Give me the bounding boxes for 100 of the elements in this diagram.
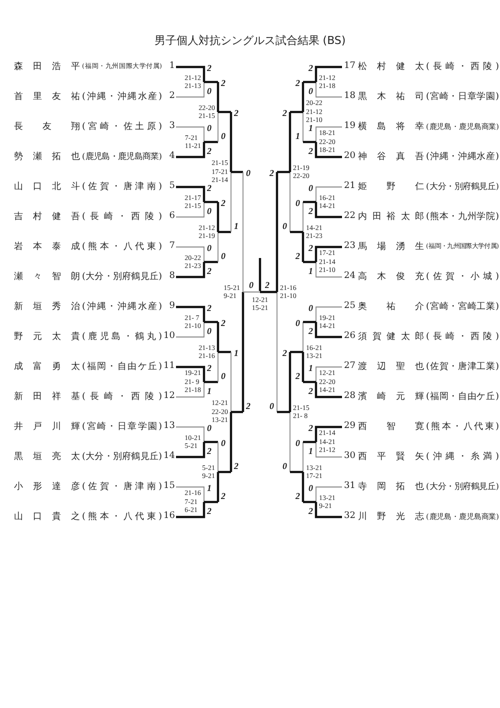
player-name: 山口北斗 xyxy=(14,180,80,193)
seed-number: 12 xyxy=(164,390,175,403)
games-won: 2 xyxy=(207,183,212,193)
player-name: 瀬々智朗 xyxy=(14,270,80,283)
player-name: 渡辺聖也 xyxy=(358,360,424,373)
games-won: 2 xyxy=(282,348,287,358)
player-name: 井戸川輝 xyxy=(14,420,80,433)
games-won: 2 xyxy=(308,206,313,216)
player-name: 須賀健太郎 xyxy=(358,330,424,343)
school-name: (長崎・西陵) xyxy=(82,390,162,403)
seed-number: 2 xyxy=(169,90,175,103)
games-won: 2 xyxy=(308,243,313,253)
player-name: 黒木祐司 xyxy=(358,90,424,103)
seed-number: 7 xyxy=(169,240,175,253)
games-won: 1 xyxy=(234,221,238,231)
school-name: (沖縄・沖縄水産) xyxy=(82,300,162,313)
school-name: (佐賀・唐津南) xyxy=(82,480,162,493)
games-won: 0 xyxy=(282,221,287,231)
player-name: 岩本泰成 xyxy=(14,240,80,253)
school-name: (長崎・西陵) xyxy=(426,330,499,343)
school-name: (福岡・自由ケ丘) xyxy=(82,360,162,373)
player-name: 吉村健吾 xyxy=(14,210,80,223)
games-won: 1 xyxy=(308,266,313,276)
games-won: 2 xyxy=(282,108,287,118)
games-won: 2 xyxy=(246,401,250,411)
games-won: 0 xyxy=(308,86,313,96)
games-won: 2 xyxy=(265,280,270,290)
seed-number: 8 xyxy=(169,270,175,283)
games-won: 0 xyxy=(207,123,212,133)
seed-number: 24 xyxy=(344,270,356,283)
school-name: (熊本・九州学院) xyxy=(426,210,499,223)
school-name: (大分・別府鶴見丘) xyxy=(82,450,162,463)
school-name: (熊本・八代東) xyxy=(82,240,162,253)
seed-number: 28 xyxy=(344,390,356,403)
seed-number: 23 xyxy=(344,240,356,253)
seed-number: 9 xyxy=(169,300,175,313)
games-won: 2 xyxy=(296,371,300,381)
seed-number: 21 xyxy=(344,180,356,193)
games-won: 0 xyxy=(282,461,287,471)
games-won: 2 xyxy=(234,461,238,471)
player-name: 横島将幸 xyxy=(358,120,424,133)
games-won: 2 xyxy=(207,63,212,73)
seed-number: 6 xyxy=(169,210,175,223)
player-name: 姫野仁 xyxy=(358,180,424,193)
games-won: 2 xyxy=(207,446,212,456)
seed-number: 4 xyxy=(169,150,175,163)
games-won: 0 xyxy=(308,303,313,313)
seed-number: 18 xyxy=(344,90,356,103)
games-won: 0 xyxy=(207,423,212,433)
seed-number: 13 xyxy=(164,420,175,433)
player-name: 森田浩平 xyxy=(14,60,80,73)
games-won: 0 xyxy=(246,168,250,178)
games-won: 0 xyxy=(207,86,212,96)
player-name: 成富勇太 xyxy=(14,360,80,373)
games-won: 2 xyxy=(296,491,300,501)
player-name: 勢瀬拓也 xyxy=(14,150,80,163)
games-won: 2 xyxy=(308,146,313,156)
school-name: (沖縄・沖縄水産) xyxy=(426,150,499,163)
games-won: 0 xyxy=(249,280,254,290)
player-name: 黒垣亮太 xyxy=(14,450,80,463)
games-won: 2 xyxy=(308,423,313,433)
player-name: 新田祥基 xyxy=(14,390,80,403)
school-name: (福岡・自由ケ丘) xyxy=(426,390,499,403)
player-name: 小形達彦 xyxy=(14,480,80,493)
games-won: 0 xyxy=(221,371,226,381)
games-won: 0 xyxy=(221,131,226,141)
games-won: 0 xyxy=(296,438,300,448)
school-name: (佐賀・唐津工業) xyxy=(426,360,499,373)
seed-number: 29 xyxy=(344,420,356,433)
school-name: (大分・別府鶴見丘) xyxy=(426,181,499,192)
player-name: 濱崎元輝 xyxy=(358,390,424,403)
player-name: 松村健太 xyxy=(358,60,424,73)
games-won: 1 xyxy=(207,386,212,396)
games-won: 0 xyxy=(308,483,313,493)
school-name: (大分・別府鶴見丘) xyxy=(426,481,499,492)
seed-number: 19 xyxy=(344,120,356,133)
player-name: 長友翔 xyxy=(14,120,80,133)
games-won: 1 xyxy=(308,446,313,456)
games-won: 0 xyxy=(207,243,212,253)
games-won: 1 xyxy=(308,123,313,133)
seed-number: 14 xyxy=(164,450,175,463)
school-name: (宮崎・宮崎工業) xyxy=(426,300,499,313)
games-won: 2 xyxy=(207,363,212,373)
seed-number: 30 xyxy=(344,450,356,463)
school-name: (佐賀・小城) xyxy=(426,270,499,283)
seed-number: 10 xyxy=(164,330,175,343)
games-won: 2 xyxy=(308,386,313,396)
title: 男子個人対抗シングルス試合結果 (BS) xyxy=(153,33,347,48)
games-won: 2 xyxy=(234,108,238,118)
games-won: 2 xyxy=(207,146,212,156)
games-won: 1 xyxy=(308,363,313,373)
games-won: 0 xyxy=(296,198,300,208)
games-won: 0 xyxy=(308,183,313,193)
school-name: (大分・別府鶴見丘) xyxy=(82,270,162,283)
player-name: 山口貴之 xyxy=(14,510,80,523)
player-name: 神谷真吾 xyxy=(358,150,424,163)
seed-number: 1 xyxy=(169,60,175,73)
seed-number: 25 xyxy=(344,300,356,313)
player-name: 首里友祐 xyxy=(14,90,80,103)
player-name: 西平賢矢 xyxy=(358,450,424,463)
